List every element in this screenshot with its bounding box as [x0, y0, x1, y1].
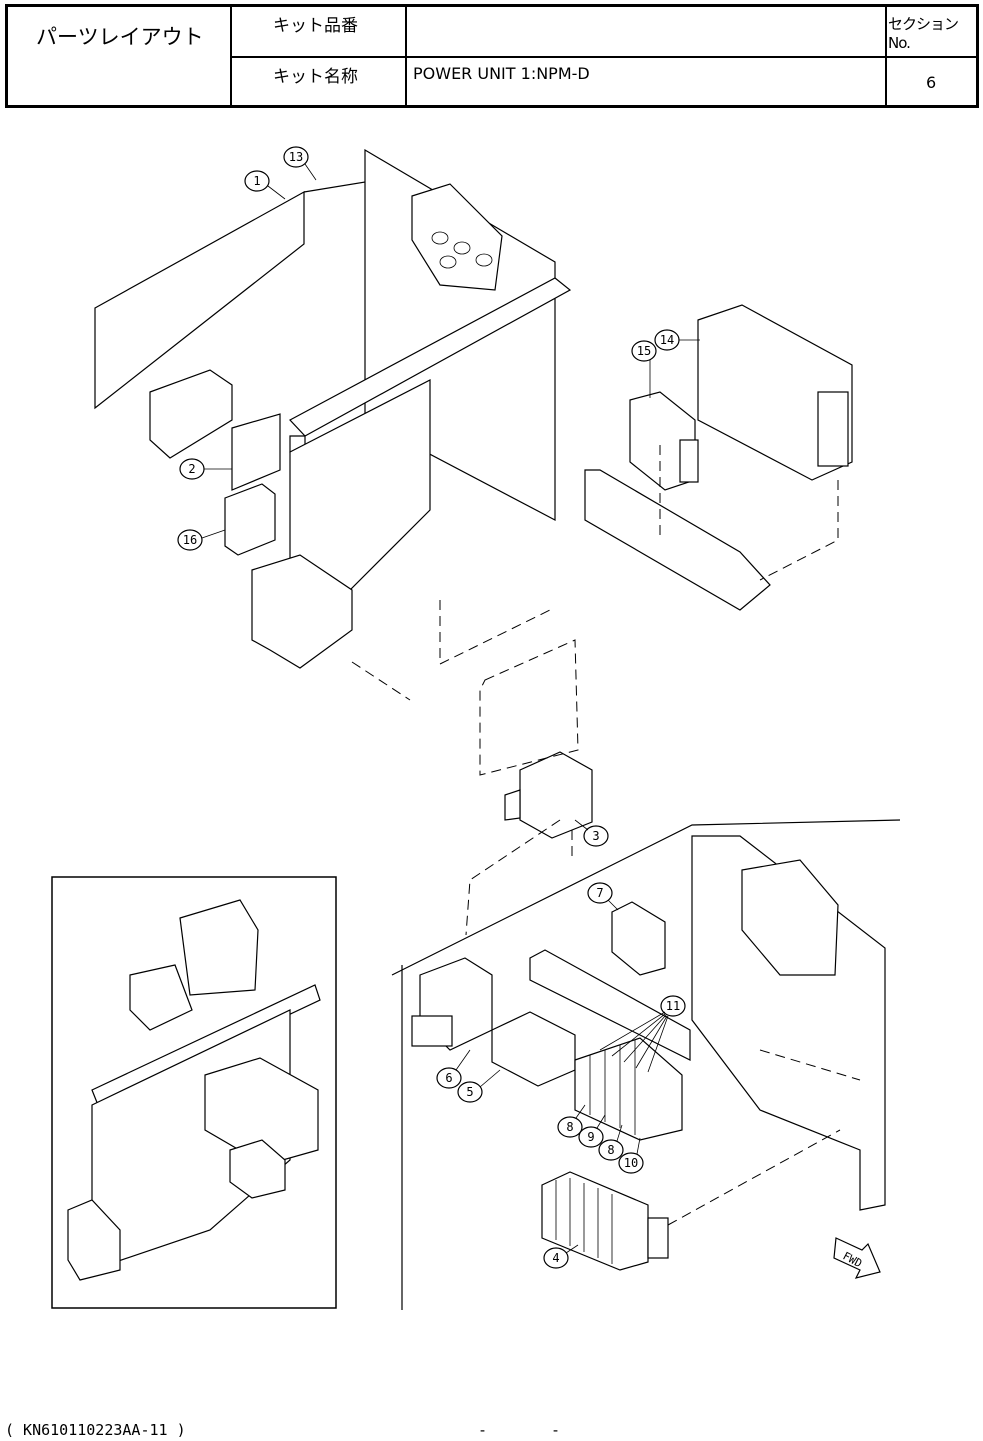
callout-5: 5	[458, 1070, 500, 1102]
terminal-block	[818, 392, 848, 466]
svg-text:15: 15	[637, 344, 651, 358]
tray	[585, 470, 770, 610]
transformer-bracket	[648, 1218, 668, 1258]
svg-text:4: 4	[552, 1251, 559, 1265]
callout-13: 13	[284, 147, 316, 180]
svg-text:14: 14	[660, 333, 674, 347]
svg-text:6: 6	[445, 1071, 452, 1085]
callout-15: 15	[632, 341, 656, 398]
callout-4: 4	[544, 1245, 578, 1268]
terminal	[680, 440, 698, 482]
svg-text:3: 3	[592, 829, 599, 843]
inset-relays	[130, 965, 192, 1030]
callout-3: 3	[575, 820, 608, 846]
svg-text:10: 10	[624, 1156, 638, 1170]
svg-text:9: 9	[587, 1130, 594, 1144]
callout-10: 10	[619, 1138, 643, 1173]
callout-2: 2	[180, 459, 232, 479]
svg-text:5: 5	[466, 1085, 473, 1099]
part-5	[492, 1012, 575, 1086]
callout-7: 7	[588, 883, 618, 910]
bracket-part-2	[150, 370, 232, 458]
part-16	[225, 484, 275, 555]
inset-plate	[180, 900, 258, 995]
cover-part-2	[232, 414, 280, 490]
svg-text:2: 2	[188, 462, 195, 476]
guide-lines	[466, 820, 572, 935]
svg-text:8: 8	[566, 1120, 573, 1134]
callout-16: 16	[178, 530, 225, 550]
callout-1: 1	[245, 171, 285, 199]
svg-text:1: 1	[253, 174, 260, 188]
page-dash-right: -	[551, 1421, 560, 1439]
svg-text:13: 13	[289, 150, 303, 164]
callout-14: 14	[655, 330, 700, 350]
relay-group	[575, 1038, 682, 1140]
transformer-bracket	[505, 790, 520, 820]
svg-text:11: 11	[666, 999, 680, 1013]
part-6-terminals	[412, 1016, 452, 1046]
panel-edge	[304, 182, 370, 192]
page-dash-left: -	[478, 1421, 487, 1439]
part-7	[612, 902, 665, 975]
svg-text:16: 16	[183, 533, 197, 547]
svg-text:8: 8	[607, 1143, 614, 1157]
svg-text:7: 7	[596, 886, 603, 900]
document-code: ( KN610110223AA-11 )	[5, 1421, 186, 1439]
